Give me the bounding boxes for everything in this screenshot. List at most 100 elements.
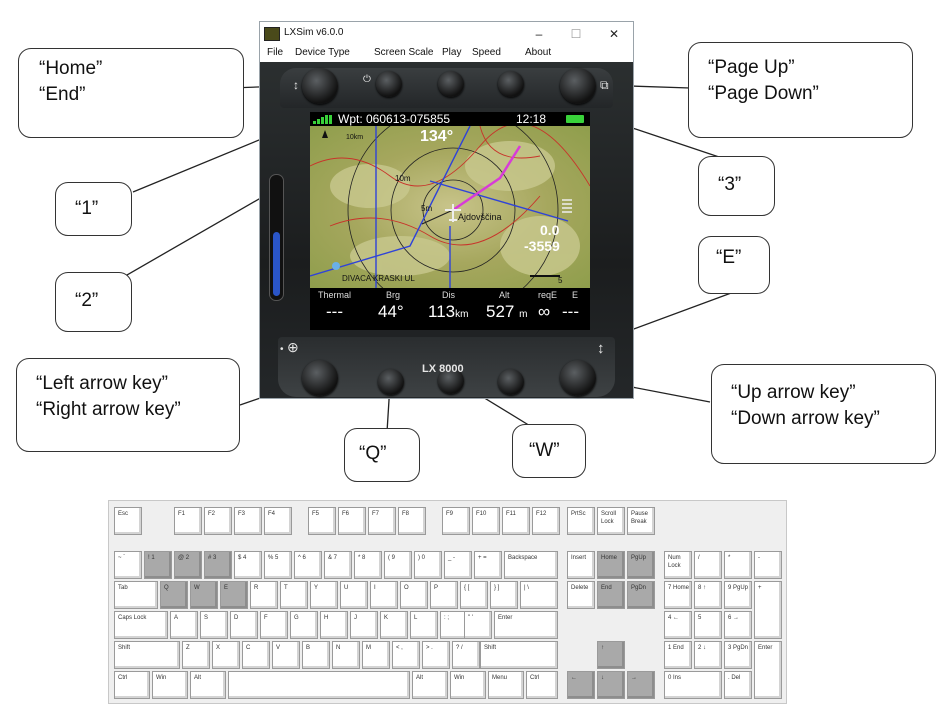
key-f5: F5: [308, 507, 336, 535]
key-rwin: Win: [450, 671, 486, 699]
key-k1: ! 1: [144, 551, 172, 579]
key-f6: F6: [338, 507, 366, 535]
key-f7: F7: [368, 507, 396, 535]
key-equals: + =: [474, 551, 502, 579]
key-end: End: [597, 581, 625, 609]
button-3[interactable]: [498, 71, 524, 97]
dot-indicator: •: [280, 344, 284, 355]
signal-icon: [313, 115, 333, 124]
button-2[interactable]: [438, 71, 464, 97]
up-down-knob[interactable]: [560, 360, 596, 396]
key-a: A: [170, 611, 198, 639]
callout-w: “W”: [512, 424, 586, 478]
key-num0: 0 Ins: [664, 671, 722, 699]
footer-value-dis: 113km: [428, 302, 469, 321]
key-n: N: [332, 641, 360, 669]
screen-footer: Thermal Brg Dis Alt reqE E --- 44° 113km…: [310, 288, 590, 330]
key-num8: 8 ↑: [694, 581, 722, 609]
callout-3: “3”: [698, 156, 775, 216]
updown-small-icon: ↕: [293, 78, 299, 92]
key-k9: ( 9: [384, 551, 412, 579]
footer-value-thermal: ---: [326, 302, 343, 321]
key-k2: @ 2: [174, 551, 202, 579]
key-x: X: [212, 641, 240, 669]
page-knob[interactable]: [560, 68, 596, 104]
device-brand: LX 8000: [422, 363, 464, 375]
key-h: H: [320, 611, 348, 639]
key-i: I: [370, 581, 398, 609]
key-pgup: PgUp: [627, 551, 655, 579]
key-home: Home: [597, 551, 625, 579]
key-num4: 4 ←: [664, 611, 692, 639]
callout-e: “E”: [698, 236, 770, 294]
battery-icon: [566, 115, 584, 123]
menu-play[interactable]: Play: [442, 47, 462, 58]
level-fill: [273, 231, 280, 296]
key-f10: F10: [472, 507, 500, 535]
page-icon: ⧉: [600, 78, 609, 92]
key-prtsc: PrtSc: [567, 507, 595, 535]
clock: 12:18: [516, 112, 547, 126]
key-delete: Delete: [567, 581, 595, 609]
map-label-ajdovscina: Ajdovščina: [458, 212, 502, 222]
maximize-button[interactable]: ☐: [570, 27, 582, 41]
key-lbr: { [: [460, 581, 488, 609]
key-num1: 1 End: [664, 641, 692, 669]
key-f8: F8: [398, 507, 426, 535]
footer-label-brg: Brg: [386, 290, 401, 300]
key-num7: 7 Home: [664, 581, 692, 609]
key-f2: F2: [204, 507, 232, 535]
key-nummul: *: [724, 551, 752, 579]
close-button[interactable]: ✕: [608, 27, 620, 41]
key-rbr: } ]: [490, 581, 518, 609]
footer-value-brg: 44°: [378, 302, 404, 321]
key-y: Y: [310, 581, 338, 609]
key-m: M: [362, 641, 390, 669]
button-e[interactable]: [498, 369, 524, 395]
key-bslash: | \: [520, 581, 558, 609]
menu-device-type[interactable]: Device Type: [295, 47, 350, 58]
key-num2: 2 ↓: [694, 641, 722, 669]
key-num6: 6 →: [724, 611, 752, 639]
footer-label-reqe: reqE: [538, 290, 558, 300]
key-lctrl: Ctrl: [114, 671, 150, 699]
key-j: J: [350, 611, 378, 639]
key-k: K: [380, 611, 408, 639]
callout-up-down: “Up arrow key” “Down arrow key”: [711, 364, 936, 464]
callout-end: “End”: [39, 84, 86, 105]
button-q[interactable]: [378, 369, 404, 395]
menu-screen-scale[interactable]: Screen Scale: [374, 47, 434, 58]
waypoint-label: Wpt: 060613-075855: [338, 112, 451, 126]
key-k8: * 8: [354, 551, 382, 579]
key-scroll: Scroll Lock: [597, 507, 625, 535]
moving-map: 134° 10km 10m 5m Ajdovščina DIVACA KRASK…: [310, 112, 590, 316]
level-slot: [269, 174, 284, 301]
vario-readout: 0.0: [540, 222, 560, 238]
key-f3: F3: [234, 507, 262, 535]
left-right-knob[interactable]: [302, 360, 338, 396]
key-v: V: [272, 641, 300, 669]
key-numdiv: /: [694, 551, 722, 579]
key-pause: Pause Break: [627, 507, 655, 535]
altitude-diff-readout: -3559: [524, 238, 560, 254]
button-1[interactable]: [376, 71, 402, 97]
menu-speed[interactable]: Speed: [472, 47, 501, 58]
key-down: ↓: [597, 671, 625, 699]
menu-file[interactable]: File: [267, 47, 284, 58]
key-enter: Enter: [494, 611, 558, 639]
key-c: C: [242, 641, 270, 669]
key-s: S: [200, 611, 228, 639]
key-k4: $ 4: [234, 551, 262, 579]
key-numdel: . Del: [724, 671, 752, 699]
key-r: R: [250, 581, 278, 609]
footer-label-dis: Dis: [442, 290, 455, 300]
key-menu: Menu: [488, 671, 524, 699]
minimize-button[interactable]: –: [535, 27, 543, 41]
menu-about[interactable]: About: [525, 47, 552, 58]
key-up: ↑: [597, 641, 625, 669]
key-p: P: [430, 581, 458, 609]
button-w[interactable]: [438, 368, 464, 394]
home-end-knob[interactable]: [302, 68, 338, 104]
callout-down-arrow: “Down arrow key”: [731, 408, 880, 429]
